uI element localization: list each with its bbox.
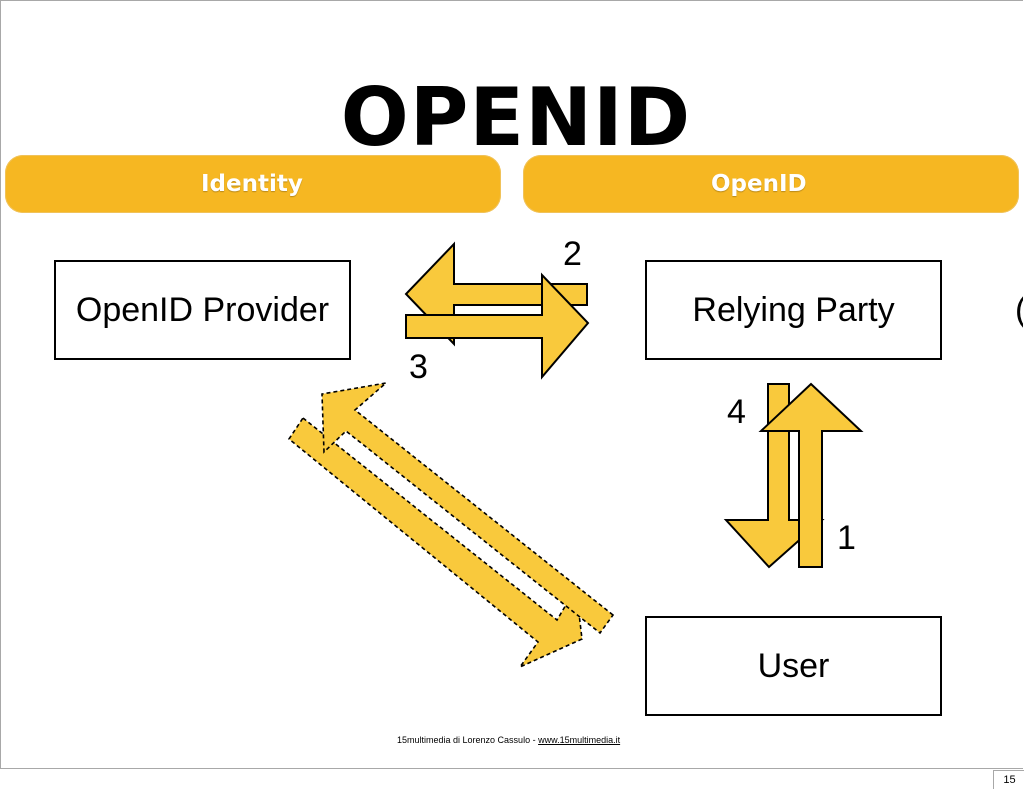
user-box: User <box>645 616 942 716</box>
openid-bar: OpenID <box>523 155 1019 213</box>
arrow-user-to-provider <box>321 381 615 635</box>
openid-provider-box: OpenID Provider <box>54 260 351 360</box>
step-label-3: 3 <box>409 348 428 386</box>
arrow-provider-to-user <box>287 416 583 669</box>
relying-party-box: Relying Party <box>645 260 942 360</box>
page-number: 15 <box>993 770 1024 789</box>
slide-title: OPENID <box>340 71 692 164</box>
footer: 15multimedia di Lorenzo Cassulo - www.15… <box>397 735 620 745</box>
clipped-text-fragment: ( <box>1015 291 1023 330</box>
step-label-1: 1 <box>837 519 856 557</box>
arrow-step-3 <box>405 272 590 380</box>
flow-arrows <box>287 241 864 669</box>
slide: OPENID Identity OpenID OpenID Provider R… <box>0 0 1023 769</box>
step-label-2: 2 <box>563 235 582 273</box>
identity-bar-label: Identity <box>201 171 303 197</box>
footer-link[interactable]: www.15multimedia.it <box>538 735 621 745</box>
openid-bar-label: OpenID <box>711 171 807 197</box>
identity-bar: Identity <box>5 155 501 213</box>
step-label-4: 4 <box>727 393 746 431</box>
footer-text: 15multimedia di Lorenzo Cassulo - <box>397 735 539 745</box>
arrow-step-1 <box>758 382 864 568</box>
